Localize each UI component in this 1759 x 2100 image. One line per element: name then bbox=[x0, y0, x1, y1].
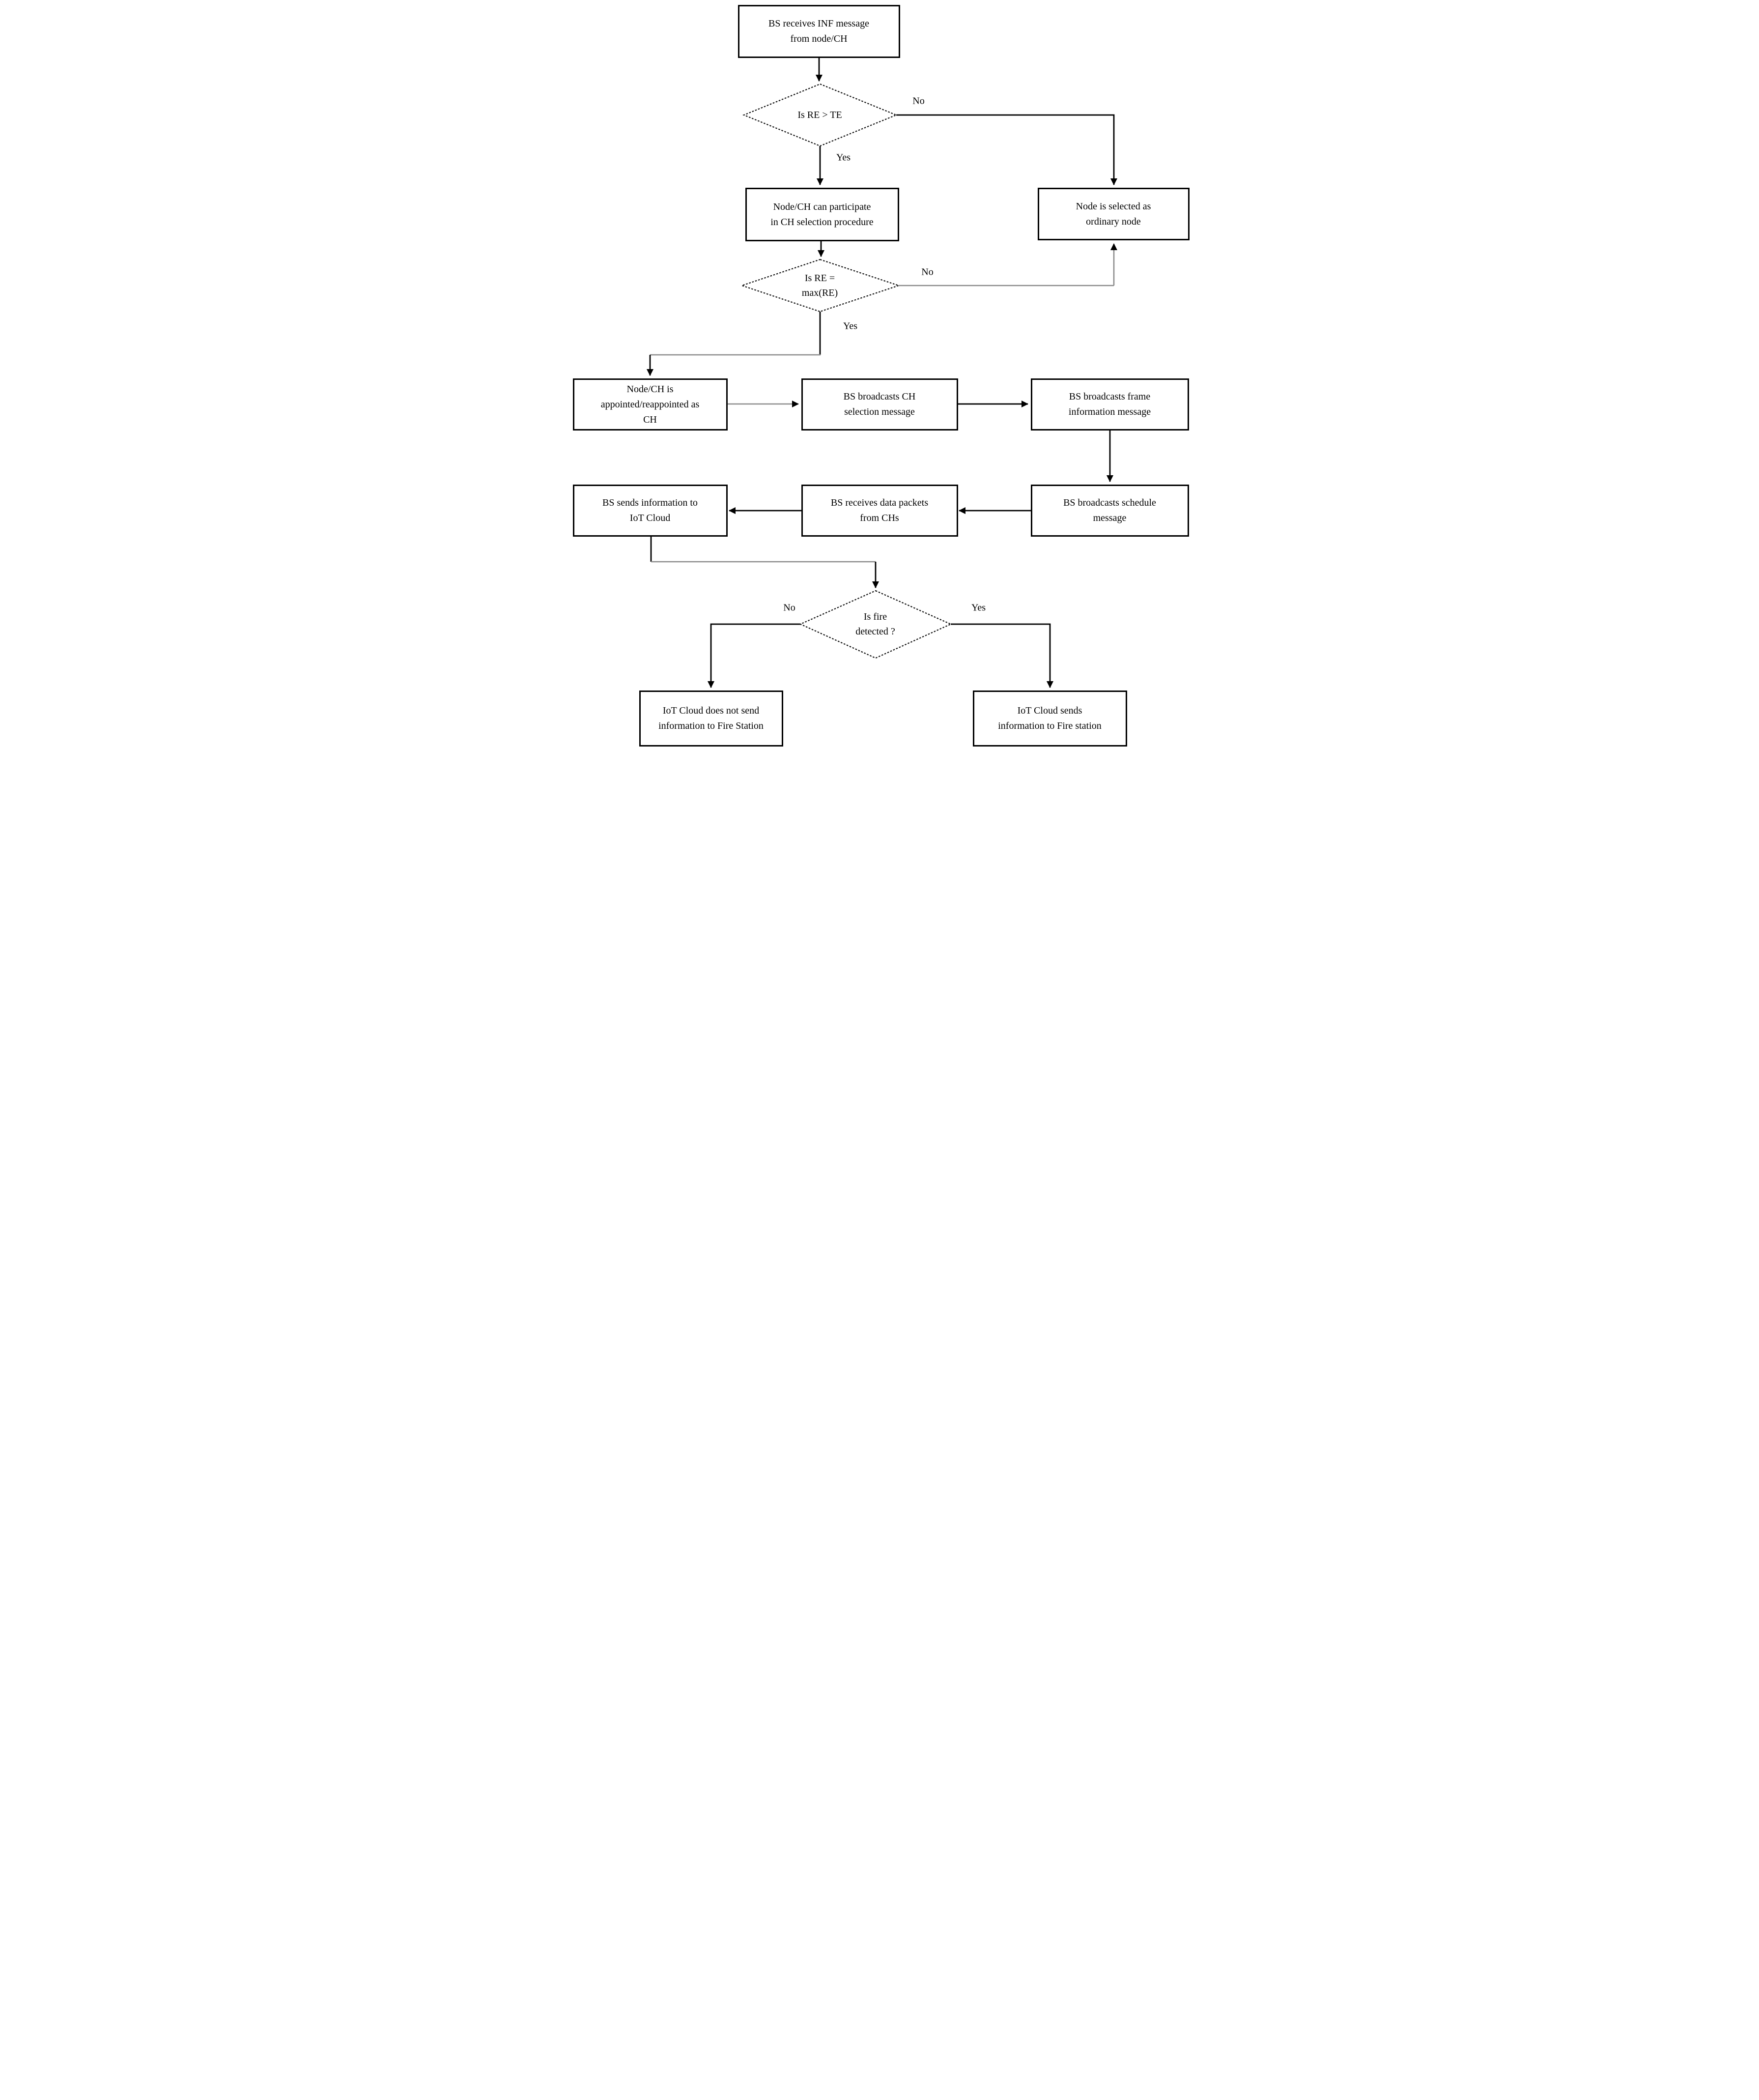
node-iot-cloud: BS sends information to IoT Cloud bbox=[572, 485, 728, 537]
node-ordinary: Node is selected as ordinary node bbox=[1037, 188, 1190, 240]
edge-label-d2-no: No bbox=[921, 266, 934, 278]
node-frame-info: BS broadcasts frame information message bbox=[1030, 378, 1189, 431]
edge-label-d1-yes: Yes bbox=[836, 152, 851, 163]
edge-label-d3-yes: Yes bbox=[971, 602, 986, 613]
node-fire: IoT Cloud sends information to Fire stat… bbox=[972, 690, 1127, 747]
edge-label-d3-no: No bbox=[783, 602, 795, 613]
node-no-fire: IoT Cloud does not send information to F… bbox=[639, 690, 783, 747]
node-schedule: BS broadcasts schedule message bbox=[1030, 485, 1189, 537]
diamond-is-fire-detected bbox=[798, 590, 952, 659]
decision-fire-text: Is fire detected ? bbox=[855, 611, 895, 637]
edge-label-d2-yes: Yes bbox=[843, 320, 858, 332]
node-participate: Node/CH can participate in CH selection … bbox=[745, 188, 899, 241]
node-appointed: Node/CH is appointed/reappointed as CH bbox=[572, 378, 728, 431]
decision-re-max-text: Is RE = max(RE) bbox=[801, 273, 838, 298]
node-start: BS receives INF message from node/CH bbox=[738, 5, 900, 58]
node-ch-selection: BS broadcasts CH selection message bbox=[801, 378, 958, 431]
node-data-packets: BS receives data packets from CHs bbox=[801, 485, 958, 537]
edge-d1-no-to-ordinary bbox=[896, 114, 1117, 185]
decision-re-gt-te-text: Is RE > TE bbox=[797, 110, 842, 120]
edge-d3-no-to-nofire bbox=[707, 623, 800, 688]
diamond-is-re-gt-te bbox=[742, 83, 898, 147]
flowchart-canvas: BS receives INF message from node/CH Nod… bbox=[565, 0, 1194, 750]
edge-d3-yes-to-fire bbox=[950, 623, 1053, 688]
diamond-is-re-max bbox=[740, 259, 900, 313]
connector-layer bbox=[646, 58, 1117, 688]
edge-label-d1-no: No bbox=[912, 95, 925, 107]
